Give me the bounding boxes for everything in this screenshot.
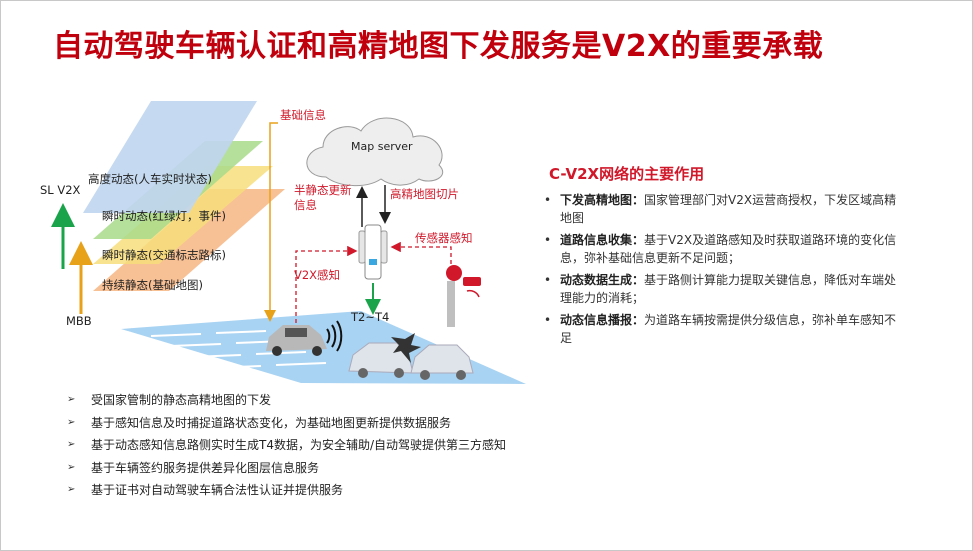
hd-map-slice-label: 高精地图切片 (390, 187, 459, 201)
layer-label-persistent-static: 持续静态(基础地图) (102, 278, 203, 292)
cloud-shape (306, 117, 444, 186)
semi-static-label: 半静态更新信息 (294, 183, 352, 212)
arrow-bullet-icon: ➢ (67, 484, 76, 495)
bullet-item: ➢ 基于动态感知信息路侧实时生成T4数据，为安全辅助/自动驾驶提供第三方感知 (67, 436, 506, 459)
bullet-item: ➢ 受国家管制的静态高精地图的下发 (67, 391, 506, 414)
v2x-sense-label: V2X感知 (294, 268, 341, 282)
layer-blue (83, 101, 257, 213)
car-left (266, 325, 327, 356)
sl-v2x-label: SL V2X (40, 183, 81, 197)
panel-item: • 道路信息收集：基于V2X及道路感知及时获取道路环境的变化信息，弥补基础信息更新… (538, 231, 908, 267)
mbb-label: MBB (66, 314, 92, 328)
panel-item-text: 基于V2X及道路感知及时获取道路环境的变化信息，弥补基础信息更新不足问题； (560, 233, 897, 265)
map-server-label: Map server (351, 140, 413, 153)
panel-item-bold: 动态信息播报： (560, 313, 645, 327)
panel-item: • 下发高精地图：国家管理部门对V2X运营商授权，下发区域高精地图 (538, 191, 908, 227)
sensor-pole (446, 265, 481, 327)
bullet-dot-icon: • (544, 193, 552, 207)
t2t4-label: T2~T4 (351, 310, 390, 324)
bullet-text: 基于证书对自动驾驶车辆合法性认证并提供服务 (91, 483, 344, 497)
lane-markings (150, 330, 327, 369)
sensor-label: 传感器感知 (415, 231, 473, 245)
signal-waves (326, 320, 343, 352)
panel-item: • 动态数据生成：基于路侧计算能力提取关键信息，降低对车端处理能力的消耗； (538, 271, 908, 307)
arrow-bullet-icon: ➢ (67, 439, 76, 450)
bullet-dot-icon: • (544, 313, 552, 327)
bullet-text: 基于动态感知信息路侧实时生成T4数据，为安全辅助/自动驾驶提供第三方感知 (91, 438, 507, 452)
bottom-bullet-list: ➢ 受国家管制的静态高精地图的下发 ➢ 基于感知信息及时捕捉道路状态变化，为基础地图… (67, 391, 506, 504)
slide-title: 自动驾驶车辆认证和高精地图下发服务是V2X的重要承载 (53, 29, 824, 64)
sensor-line (390, 241, 452, 271)
bullet-text: 基于车辆签约服务提供差异化图层信息服务 (91, 460, 320, 475)
panel-item-text: 基于路侧计算能力提取关键信息，降低对车端处理能力的消耗； (560, 273, 897, 305)
layer-yellow (93, 166, 273, 264)
bullet-text: 基于感知信息及时捕捉道路状态变化，为基础地图更新提供数据服务 (91, 415, 452, 430)
layer-label-instant-static: 瞬时静态(交通标志路标) (102, 248, 226, 262)
panel-item-text: 为道路车辆按需提供分级信息，弥补单车感知不足 (560, 313, 897, 345)
arrow-bullet-icon: ➢ (67, 416, 76, 428)
bullet-text: 受国家管制的静态高精地图的下发 (91, 393, 272, 407)
panel-item-bold: 道路信息收集： (560, 233, 645, 247)
arrow-bullet-icon: ➢ (67, 461, 76, 473)
panel-item: • 动态信息播报：为道路车辆按需提供分级信息，弥补单车感知不足 (538, 311, 908, 347)
panel-item-bold: 下发高精地图： (560, 193, 645, 207)
panel-item-bold: 动态数据生成： (560, 273, 645, 287)
bullet-item: ➢ 基于证书对自动驾驶车辆合法性认证并提供服务 (67, 481, 506, 504)
bullet-item: ➢ 基于感知信息及时捕捉道路状态变化，为基础地图更新提供数据服务 (67, 414, 506, 437)
crash-cars (348, 333, 474, 380)
panel-item-text: 国家管理部门对V2X运营商授权，下发区域高精地图 (560, 193, 897, 225)
bullet-item: ➢ 基于车辆签约服务提供差异化图层信息服务 (67, 459, 506, 482)
bullet-dot-icon: • (544, 273, 552, 287)
layer-label-high-dynamic: 高度动态(人车实时状态) (88, 172, 212, 186)
layer-label-instant-dynamic: 瞬时动态(红绿灯，事件) (102, 209, 226, 223)
basic-info-label: 基础信息 (280, 108, 326, 122)
rsu-device (358, 224, 388, 280)
arrow-bullet-icon: ➢ (67, 394, 76, 405)
layer-orange (93, 189, 285, 291)
panel-list: • 下发高精地图：国家管理部门对V2X运营商授权，下发区域高精地图 • 道路信息收集… (538, 191, 908, 351)
v2x-sense-line (295, 245, 358, 323)
panel-title: C-V2X网络的主要作用 (549, 165, 705, 183)
bullet-dot-icon: • (544, 233, 552, 247)
basic-info-line (264, 122, 278, 322)
